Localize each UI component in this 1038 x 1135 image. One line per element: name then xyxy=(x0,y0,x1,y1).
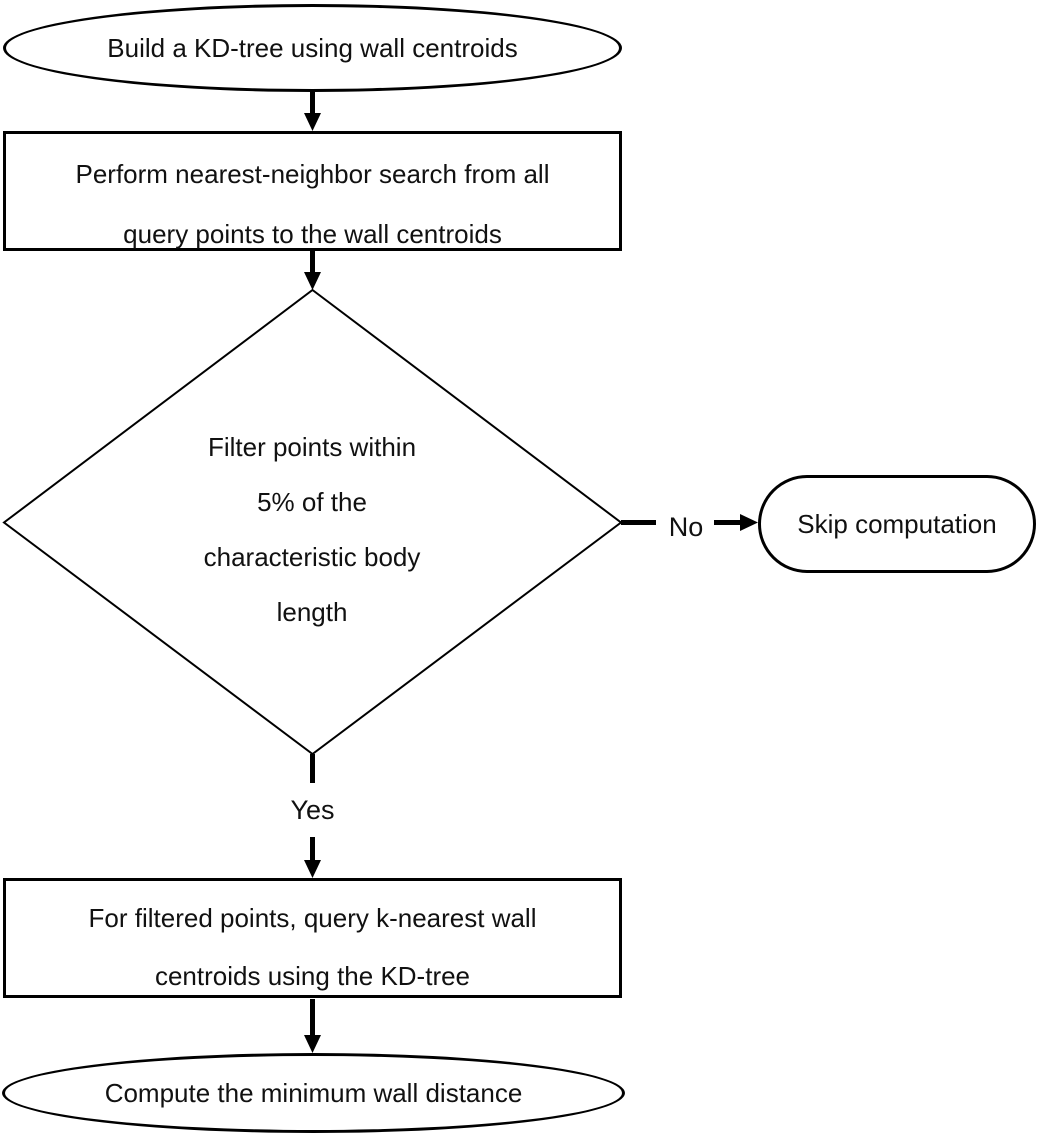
arrow-no-to-skip-head xyxy=(740,514,758,531)
node-skip-computation-label: Skip computation xyxy=(797,508,997,539)
node-filter-decision: Filter points within 5% of the character… xyxy=(112,420,512,640)
node-nn-search-line1: Perform nearest-neighbor search from all xyxy=(75,159,550,189)
node-knn-query: For filtered points, query k-nearest wal… xyxy=(3,878,622,998)
arrow-start-to-search-head xyxy=(304,113,321,131)
edge-label-no: No xyxy=(658,500,714,554)
arrow-search-to-decision-head xyxy=(304,272,321,290)
node-filter-decision-line4: length xyxy=(276,597,348,627)
arrow-query-to-end-head xyxy=(304,1035,321,1053)
arrow-yes-to-query-head xyxy=(304,860,321,878)
node-filter-decision-line3: characteristic body xyxy=(203,542,421,572)
node-knn-query-line1: For filtered points, query k-nearest wal… xyxy=(88,903,537,933)
node-nn-search: Perform nearest-neighbor search from all… xyxy=(3,131,622,251)
edge-label-yes: Yes xyxy=(280,783,345,837)
node-build-kdtree: Build a KD-tree using wall centroids xyxy=(3,4,622,92)
node-filter-decision-line1: Filter points within xyxy=(207,432,417,462)
node-skip-computation: Skip computation xyxy=(758,475,1036,573)
node-build-kdtree-label: Build a KD-tree using wall centroids xyxy=(107,32,518,63)
node-filter-decision-line2: 5% of the xyxy=(257,487,367,517)
node-compute-distance: Compute the minimum wall distance xyxy=(2,1053,625,1133)
node-compute-distance-label: Compute the minimum wall distance xyxy=(104,1077,523,1108)
node-knn-query-line2: centroids using the KD-tree xyxy=(154,961,471,991)
node-nn-search-line2: query points to the wall centroids xyxy=(123,219,502,249)
